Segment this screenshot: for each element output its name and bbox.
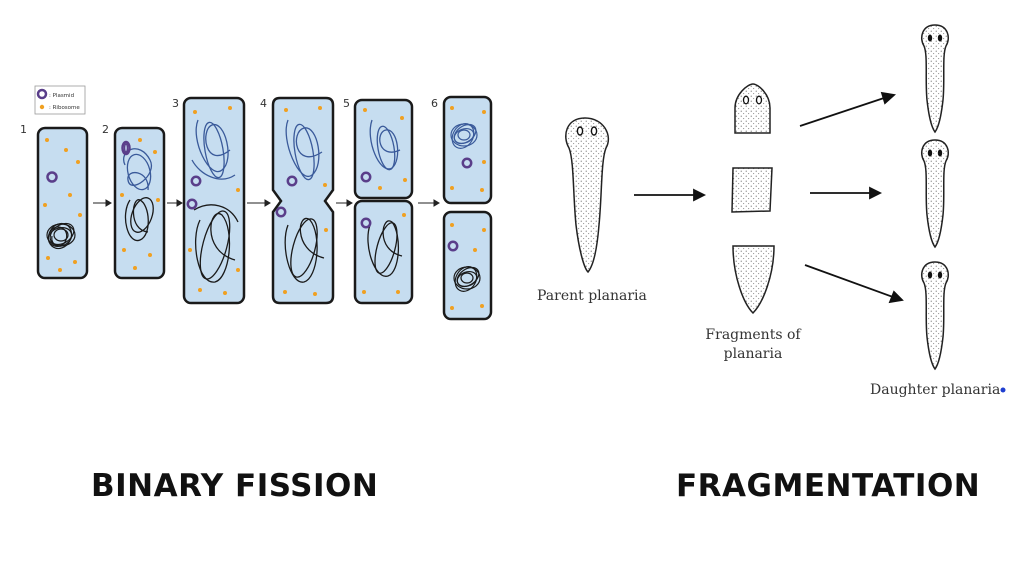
plasmid-legend-label: : Plasmid	[49, 93, 74, 99]
fragments-label-line2: planaria	[724, 346, 783, 362]
fragmentation-caption: FRAGMENTATION	[676, 468, 981, 504]
daughter-planaria-2	[921, 139, 949, 249]
arrows-fragments-to-daughters	[799, 91, 904, 304]
fragment-middle	[731, 167, 773, 213]
plasmid	[360, 217, 372, 229]
eyespot	[590, 126, 598, 136]
cell-step-6	[442, 95, 493, 321]
fragmentation-panel: Parent planaria Fragments of planaria	[537, 24, 1006, 398]
fission-arrows	[93, 199, 440, 207]
cell-wall	[36, 126, 89, 280]
chromosome-black	[193, 204, 239, 283]
eyespot	[576, 126, 584, 136]
cell-step-4	[271, 96, 335, 305]
binary-fission-panel: : Plasmid : Ribosome 1 2 3 4 5 6	[20, 85, 493, 321]
chromosome-coil	[46, 222, 76, 250]
chromosome-black	[124, 197, 154, 241]
cell-step-3	[182, 96, 246, 305]
step-number-3: 3	[172, 97, 179, 110]
binary-fission-caption: BINARY FISSION	[91, 468, 379, 504]
step-number-2: 2	[102, 123, 109, 136]
eyespot	[937, 34, 943, 42]
ribosomes	[43, 106, 486, 310]
step-number-1: 1	[20, 123, 27, 136]
plasmid	[286, 175, 298, 187]
legend: : Plasmid : Ribosome	[34, 85, 86, 115]
step-number-4: 4	[260, 97, 267, 110]
chromosome-blue	[369, 119, 401, 171]
step-number-6: 6	[431, 97, 438, 110]
blue-dot-marker	[1000, 387, 1006, 393]
eyespot	[755, 95, 763, 105]
plasmid	[360, 171, 372, 183]
eyespot	[927, 271, 933, 279]
plasmid	[275, 206, 287, 218]
daughter-planaria-label: Daughter planaria	[870, 382, 1000, 398]
daughter-planaria-3	[921, 261, 949, 371]
ribosome-legend-label: : Ribosome	[49, 105, 80, 111]
plasmid	[461, 157, 473, 169]
plasmid-legend-icon	[36, 88, 48, 100]
chromosome-blue	[285, 119, 323, 181]
cell-step-5	[353, 98, 414, 305]
cell-wall-top	[442, 95, 493, 205]
plasmid	[190, 175, 202, 187]
chromosome-black	[284, 217, 325, 283]
eyespot	[937, 271, 943, 279]
plasmid	[46, 171, 58, 183]
eyespot	[937, 149, 943, 157]
cell-step-2	[113, 126, 166, 280]
parent-planaria-label: Parent planaria	[537, 288, 647, 304]
plasmid	[186, 198, 198, 210]
eyespot	[927, 34, 933, 42]
cell-step-1	[36, 126, 89, 280]
plasmid	[121, 140, 131, 156]
eyespot	[742, 95, 750, 105]
parent-planaria: Parent planaria	[537, 117, 647, 304]
ribosome-legend-icon	[39, 104, 45, 110]
arrow-parent-to-fragments	[634, 188, 707, 202]
eyespot	[927, 149, 933, 157]
step-number-5: 5	[343, 97, 350, 110]
plasmid	[447, 240, 459, 252]
fragment-head	[734, 83, 771, 134]
planaria-body	[565, 117, 610, 274]
daughter-planaria-1	[921, 24, 949, 134]
chromosome-black	[367, 220, 403, 277]
fragment-tail	[732, 245, 775, 315]
cell-wall-bottom	[442, 210, 493, 321]
chromosome-black-coil	[453, 266, 481, 292]
chromosome-blue	[191, 119, 236, 180]
chromosome-blue-coil	[450, 123, 478, 149]
chromosome-blue	[123, 148, 153, 191]
fragments-label-line1: Fragments of	[705, 327, 802, 343]
